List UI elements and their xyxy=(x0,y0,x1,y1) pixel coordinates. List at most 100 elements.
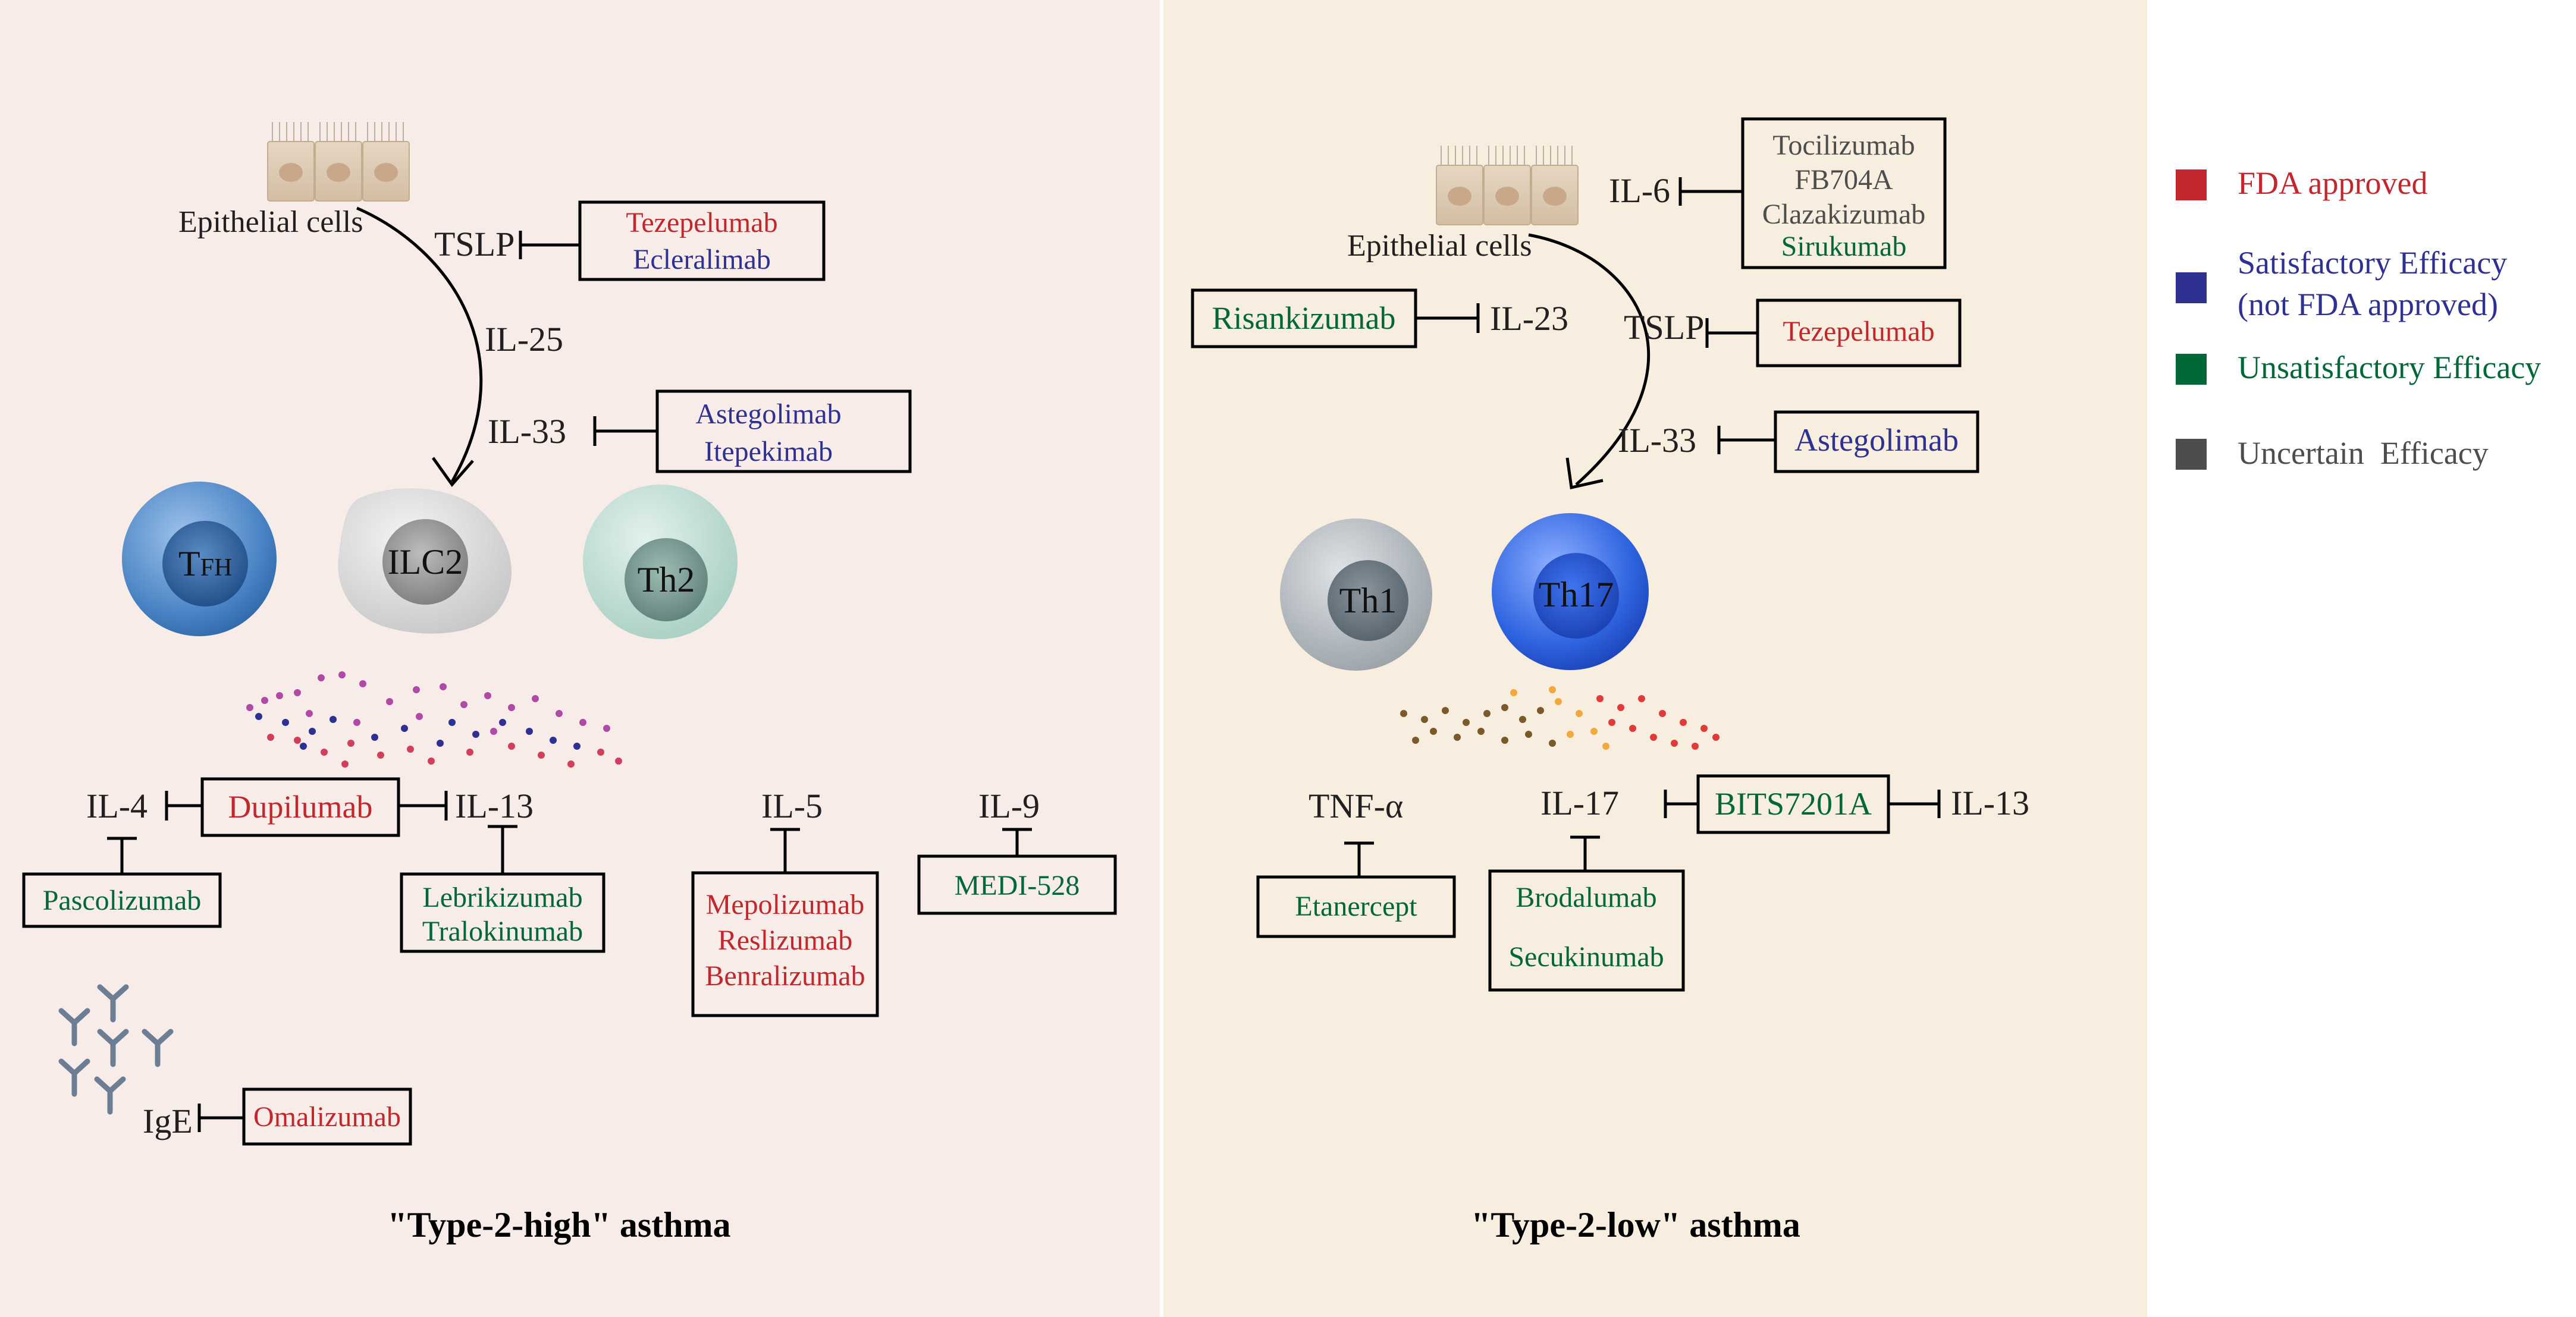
th17-cell: Th17 xyxy=(1492,513,1649,670)
legend-label-satisfactory-2: (not FDA approved) xyxy=(2238,287,2498,322)
right-tezepelumab-box xyxy=(1756,298,1962,367)
il5-drugs-inhibit xyxy=(770,828,800,873)
left-il33-drug-2: Itepekimab xyxy=(704,436,833,467)
left-il33-inhibit xyxy=(593,416,657,446)
th2-cell: Th2 xyxy=(583,485,738,639)
svg-text:ILC2: ILC2 xyxy=(388,542,463,582)
il23-inhibit xyxy=(1416,303,1480,333)
left-il33-drug-box xyxy=(655,389,912,473)
left-il5-label: IL-5 xyxy=(761,787,823,825)
il13-drug-2: Tralokinumab xyxy=(422,916,583,947)
legend-swatch-uncertain xyxy=(2176,439,2207,470)
left-il33-label: IL-33 xyxy=(488,412,566,451)
il17-drugs-inhibit xyxy=(1570,835,1600,871)
il17-inhibit xyxy=(1664,790,1698,818)
right-il6-drug-1: Tocilizumab xyxy=(1772,130,1915,161)
pascolizumab-box xyxy=(22,872,222,928)
left-curved-arrow xyxy=(356,206,483,483)
il5-drug-box xyxy=(691,871,879,1017)
left-tslp-drug-box xyxy=(578,200,826,281)
left-panel-title: "Type-2-high" asthma xyxy=(387,1205,730,1244)
svg-text:Th17: Th17 xyxy=(1539,575,1614,614)
legend-label-satisfactory: Satisfactory Efficacy xyxy=(2238,245,2507,281)
legend-swatch-unsatisfactory xyxy=(2176,354,2207,385)
svg-text:TFH: TFH xyxy=(178,544,232,583)
tnfa-inhibit xyxy=(1344,841,1374,877)
left-epithelial-cells-icon xyxy=(267,122,410,202)
svg-text:Th2: Th2 xyxy=(638,560,695,599)
left-tslp-drug-1: Tezepelumab xyxy=(626,207,777,238)
il17-drug-box xyxy=(1488,869,1685,992)
right-il6-inhibit xyxy=(1678,177,1743,206)
left-tslp-drug-2: Ecleralimab xyxy=(633,244,771,275)
bits-label: BITS7201A xyxy=(1715,786,1872,822)
etanercept-label: Etanercept xyxy=(1295,891,1417,922)
svg-text:Th1: Th1 xyxy=(1339,581,1397,620)
left-il9-label: IL-9 xyxy=(978,787,1040,825)
right-il33-inhibit xyxy=(1717,426,1775,454)
legend-swatch-fda xyxy=(2176,169,2207,200)
th1-cell: Th1 xyxy=(1280,518,1432,671)
left-il4-inhibit xyxy=(165,791,202,821)
left-cytokine-dots xyxy=(246,671,622,768)
left-epithelial-label: Epithelial cells xyxy=(178,205,363,239)
right-il23-label: IL-23 xyxy=(1490,299,1568,338)
dupilumab-label: Dupilumab xyxy=(228,789,373,825)
right-il6-drug-2: FB704A xyxy=(1794,164,1893,196)
il13-drug-1: Lebrikizumab xyxy=(422,882,582,913)
right-tslp-label: TSLP xyxy=(1624,308,1704,347)
right-il17-label: IL-17 xyxy=(1540,784,1619,822)
right-il13-label: IL-13 xyxy=(1951,784,2029,822)
ige-inhibit xyxy=(197,1104,244,1132)
left-il13-inhibit xyxy=(399,791,448,821)
medi-label: MEDI-528 xyxy=(955,870,1080,901)
etanercept-box xyxy=(1256,875,1456,938)
il13-drugs-inhibit xyxy=(488,825,517,874)
left-arrow-head xyxy=(431,457,474,488)
il5-drug-2: Reslizumab xyxy=(718,925,853,956)
medi-box xyxy=(917,854,1117,915)
il5-drug-3: Benralizumab xyxy=(705,960,865,992)
left-il33-drug-1: Astegolimab xyxy=(695,398,841,430)
right-il6-label: IL-6 xyxy=(1609,171,1670,210)
tnfa-label: TNF-α xyxy=(1309,787,1403,825)
right-panel-title: "Type-2-low" asthma xyxy=(1471,1205,1800,1244)
ilc2-cell: ILC2 xyxy=(338,488,512,634)
left-il25-label: IL-25 xyxy=(485,320,563,359)
il5-drug-1: Mepolizumab xyxy=(706,889,865,920)
medi-inhibit xyxy=(1002,828,1032,856)
pascolizumab-label: Pascolizumab xyxy=(43,885,202,916)
legend-swatch-satisfactory xyxy=(2176,272,2207,303)
right-il6-drug-4: Sirukumab xyxy=(1781,231,1907,262)
right-astegolimab-box xyxy=(1774,410,1979,473)
tfh-cell: TFH xyxy=(122,482,277,636)
right-epithelial-cells-icon xyxy=(1436,146,1579,225)
left-tslp-label: TSLP xyxy=(434,225,514,263)
il17-drug-1: Brodalumab xyxy=(1516,882,1656,913)
il13-drug-box xyxy=(400,872,605,953)
legend-label-fda: FDA approved xyxy=(2238,165,2427,201)
left-tslp-inhibit xyxy=(519,231,580,259)
left-il4-label: IL-4 xyxy=(86,787,148,825)
right-astegolimab-label: Astegolimab xyxy=(1794,422,1959,458)
right-tslp-inhibit xyxy=(1705,318,1758,348)
left-il13-label: IL-13 xyxy=(455,787,534,825)
right-il33-label: IL-33 xyxy=(1618,421,1696,460)
right-tezepelumab-label: Tezepelumab xyxy=(1783,316,1934,347)
pascolizumab-inhibit xyxy=(107,837,137,874)
ige-label: IgE xyxy=(143,1102,193,1140)
omalizumab-label: Omalizumab xyxy=(253,1101,401,1133)
right-il6-drug-3: Clazakizumab xyxy=(1762,199,1926,230)
legend-label-unsatisfactory: Unsatisfactory Efficacy xyxy=(2238,350,2541,385)
ige-antibodies-icon xyxy=(58,984,174,1115)
legend: FDA approved Satisfactory Efficacy (not … xyxy=(2176,165,2541,471)
il17-drug-2: Secukinumab xyxy=(1508,941,1664,973)
right-cytokine-dots xyxy=(1400,686,1720,750)
risankizumab-label: Risankizumab xyxy=(1212,300,1396,336)
right-epithelial-label: Epithelial cells xyxy=(1347,229,1532,263)
right-curved-arrow xyxy=(1528,233,1650,486)
legend-label-uncertain: Uncertain Efficacy xyxy=(2238,435,2489,471)
right-il6-drug-box xyxy=(1741,117,1947,269)
panel-divider xyxy=(1160,0,1163,1317)
right-il13-inhibit xyxy=(1888,790,1941,818)
